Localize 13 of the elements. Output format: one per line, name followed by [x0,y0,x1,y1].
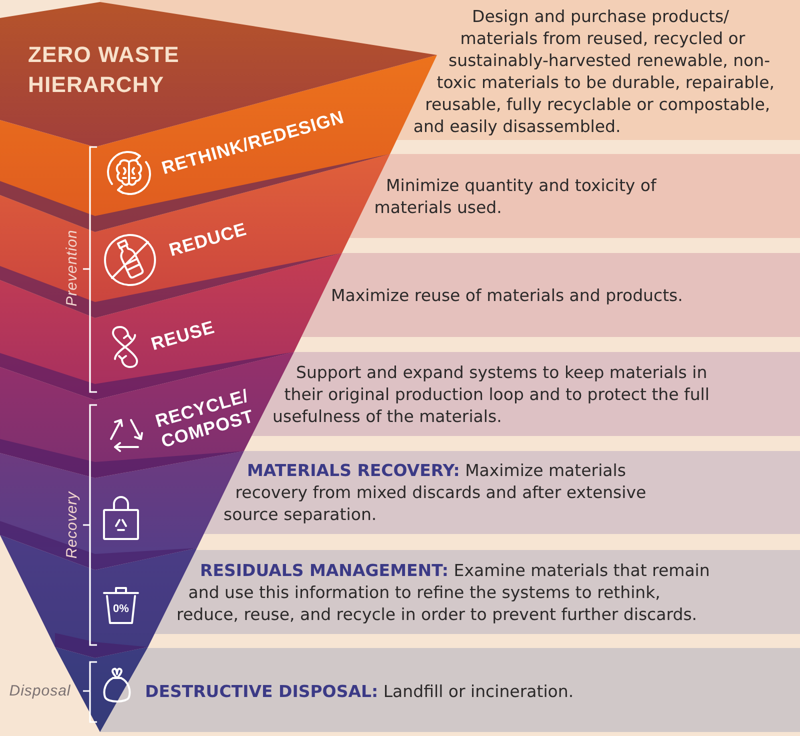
icon-text: 0% [113,603,129,615]
tier-description: Minimize quantity and toxicity of materials used. [374,176,656,217]
title: ZERO WASTE HIERARCHY [28,41,180,99]
tier-description: Maximize reuse of materials and products. [331,286,683,305]
tier-description: DESTRUCTIVE DISPOSAL: Landfill or incineration. [145,682,574,701]
tier-label: REUSE [148,316,218,356]
tier-description: Design and purchase products/ materials from reused, recycled or sustainably-harvested renewable, non-toxic materials to be durable, repairable, reusable, fully recyclable or compostable, and easily disassembled. [413,7,775,136]
bracket-label: Prevention [64,230,80,306]
bracket-label: Recovery [64,491,80,559]
tier-description: MATERIALS RECOVERY: Maximize materials recovery from mixed discards and after extensive source separation. [224,461,646,524]
tier-description: Support and expand systems to keep materials in their original production loop and to protect the full usefulness of the materials. [272,363,710,426]
bracket-label: Disposal [9,682,71,700]
tier-description: RESIDUALS MANAGEMENT: Examine materials that remain and use this information to refine the systems to rethink, reduce, reuse, and recycle in order to prevent further discards. [176,561,710,624]
